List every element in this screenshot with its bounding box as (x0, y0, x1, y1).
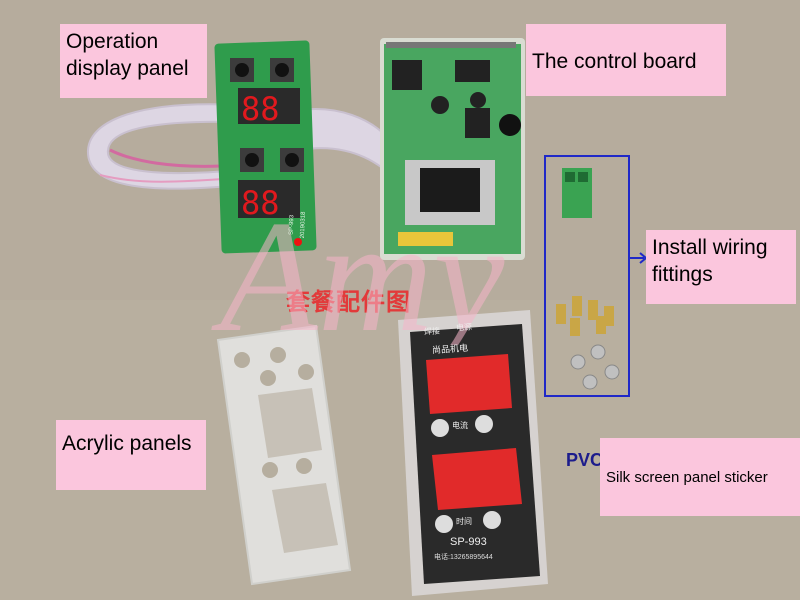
sticker-top-right: 电源 (455, 322, 473, 333)
label-operation-display-panel: Operation display panel (60, 24, 207, 98)
board-code-1: SP-993 (288, 214, 296, 236)
screws (570, 344, 620, 390)
label-control-board: The control board (526, 24, 726, 96)
brass-standoffs (556, 296, 614, 336)
wiring-fittings-group (544, 155, 648, 397)
board-code-2: 20190318 (299, 211, 307, 239)
svg-text:88: 88 (241, 90, 280, 128)
label-install-wiring-fittings: Install wiring fittings (646, 230, 796, 304)
sticker-current-label: 电流 (452, 421, 468, 430)
pvc-label: PVC: (566, 450, 610, 470)
ribbon-cable (86, 103, 386, 190)
sticker-phone: 电话:13265895644 (434, 554, 493, 561)
svg-text:88: 88 (241, 184, 280, 222)
chinese-caption: 套餐配件图 (286, 289, 411, 316)
control-board-pcb (380, 38, 525, 260)
acrylic-panel (216, 324, 352, 586)
sticker-brand: 尚品机电 (431, 342, 469, 356)
sticker-top-left: 焊接 (423, 326, 441, 337)
label-acrylic-panels: Acrylic panels (56, 420, 206, 490)
label-silk-screen-sticker: Silk screen panel sticker (600, 438, 800, 516)
sticker-time-label: 时间 (456, 517, 472, 526)
wiring-bracket (544, 155, 630, 397)
silk-screen-sticker (398, 310, 548, 596)
sticker-model: SP-993 (450, 536, 487, 548)
operation-display-pcb: 88 88 (214, 40, 317, 254)
